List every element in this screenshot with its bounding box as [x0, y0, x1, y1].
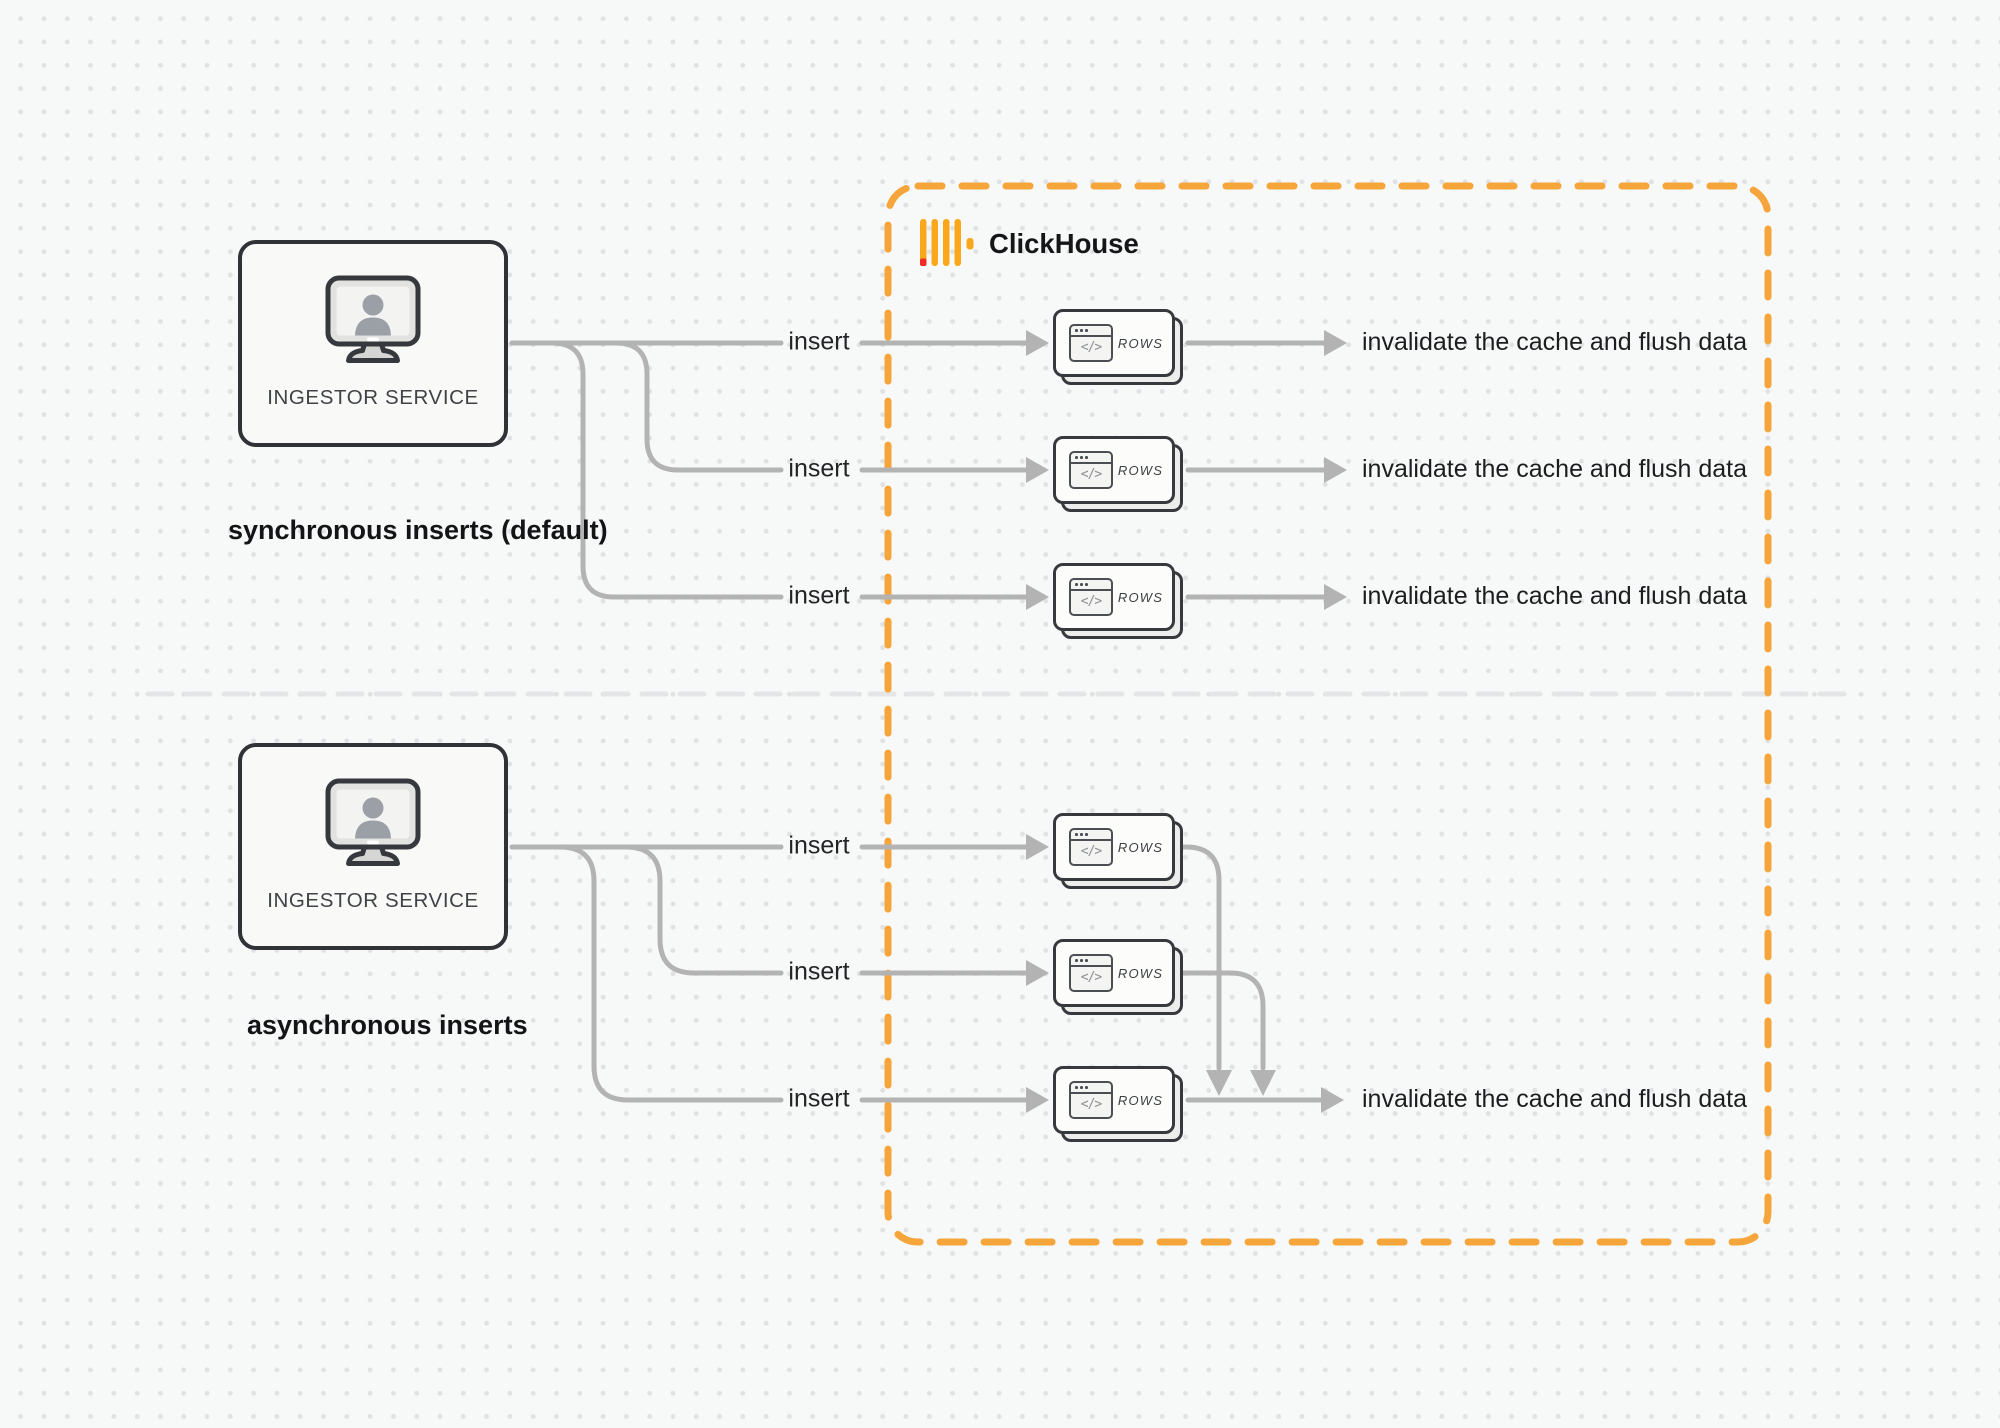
rows-label: ROWS — [1117, 462, 1164, 478]
rows-card: </> ROWS — [1053, 1066, 1183, 1142]
rows-card: </> ROWS — [1053, 939, 1183, 1015]
rows-card-front: </> ROWS — [1053, 1066, 1175, 1134]
insert-label: insert — [788, 327, 850, 356]
rows-card: </> ROWS — [1053, 436, 1183, 512]
arrowhead-icon — [1026, 457, 1049, 483]
rows-card: </> ROWS — [1053, 563, 1183, 639]
result-label: invalidate the cache and flush data — [1362, 328, 1747, 356]
ingestor-service-box-sync: INGESTOR SERVICE — [238, 240, 508, 447]
insert-label: insert — [788, 957, 850, 986]
arrowhead-icon — [1321, 1087, 1344, 1113]
result-label: invalidate the cache and flush data — [1362, 1085, 1747, 1113]
arrowhead-icon — [1026, 1087, 1049, 1113]
async-merge-line-1 — [1177, 844, 1222, 1071]
rows-label: ROWS — [1117, 335, 1164, 351]
clickhouse-logo-icon — [920, 219, 974, 266]
code-window-icon: </> — [1069, 828, 1113, 866]
arrowhead-icon — [1026, 960, 1049, 986]
rows-card-front: </> ROWS — [1053, 813, 1175, 881]
rows-card: </> ROWS — [1053, 309, 1183, 385]
clickhouse-brand-label: ClickHouse — [989, 228, 1139, 259]
arrowhead-icon — [1026, 330, 1049, 356]
arrowhead-icon — [1324, 457, 1347, 483]
ingestor-service-box-async: INGESTOR SERVICE — [238, 743, 508, 950]
result-label: invalidate the cache and flush data — [1362, 582, 1747, 610]
insert-label: insert — [788, 454, 850, 483]
async-branch-line-row2 — [623, 844, 784, 976]
sync-section-caption: synchronous inserts (default) — [228, 515, 608, 545]
sync-arrowheads — [1026, 330, 1347, 610]
rows-card-front: </> ROWS — [1053, 309, 1175, 377]
rows-card-front: </> ROWS — [1053, 939, 1175, 1007]
rows-label: ROWS — [1117, 1092, 1164, 1108]
arrowhead-down-icon — [1206, 1070, 1232, 1096]
monitor-user-icon — [325, 778, 421, 866]
arrowhead-icon — [1324, 584, 1347, 610]
sync-branch-line-row3 — [549, 340, 784, 600]
rows-label: ROWS — [1117, 965, 1164, 981]
insert-label: insert — [788, 581, 850, 610]
code-window-icon: </> — [1069, 1081, 1113, 1119]
sync-branch-line-row2 — [613, 340, 784, 473]
sync-connectors — [509, 340, 1327, 600]
arrowhead-down-icon — [1250, 1070, 1276, 1096]
ingestor-service-label: INGESTOR SERVICE — [267, 889, 479, 912]
rows-card-front: </> ROWS — [1053, 563, 1175, 631]
rows-label: ROWS — [1117, 839, 1164, 855]
clickhouse-boundary-box — [884, 182, 1772, 1246]
async-section-caption: asynchronous inserts — [247, 1010, 528, 1040]
insert-label: insert — [788, 831, 850, 860]
arrowhead-icon — [1026, 834, 1049, 860]
rows-label: ROWS — [1117, 589, 1164, 605]
rows-card-front: </> ROWS — [1053, 436, 1175, 504]
code-window-icon: </> — [1069, 954, 1113, 992]
async-arrowheads — [1026, 834, 1344, 1113]
async-branch-line-row3 — [557, 844, 784, 1103]
arrowhead-icon — [1026, 584, 1049, 610]
async-connectors — [509, 844, 1324, 1103]
code-window-icon: </> — [1069, 578, 1113, 616]
code-window-icon: </> — [1069, 324, 1113, 362]
code-window-icon: </> — [1069, 451, 1113, 489]
rows-card: </> ROWS — [1053, 813, 1183, 889]
result-label: invalidate the cache and flush data — [1362, 455, 1747, 483]
arrowhead-icon — [1324, 330, 1347, 356]
ingestor-service-label: INGESTOR SERVICE — [267, 386, 479, 409]
insert-label: insert — [788, 1084, 850, 1113]
async-merge-line-2 — [1177, 970, 1266, 1071]
monitor-user-icon — [325, 275, 421, 363]
